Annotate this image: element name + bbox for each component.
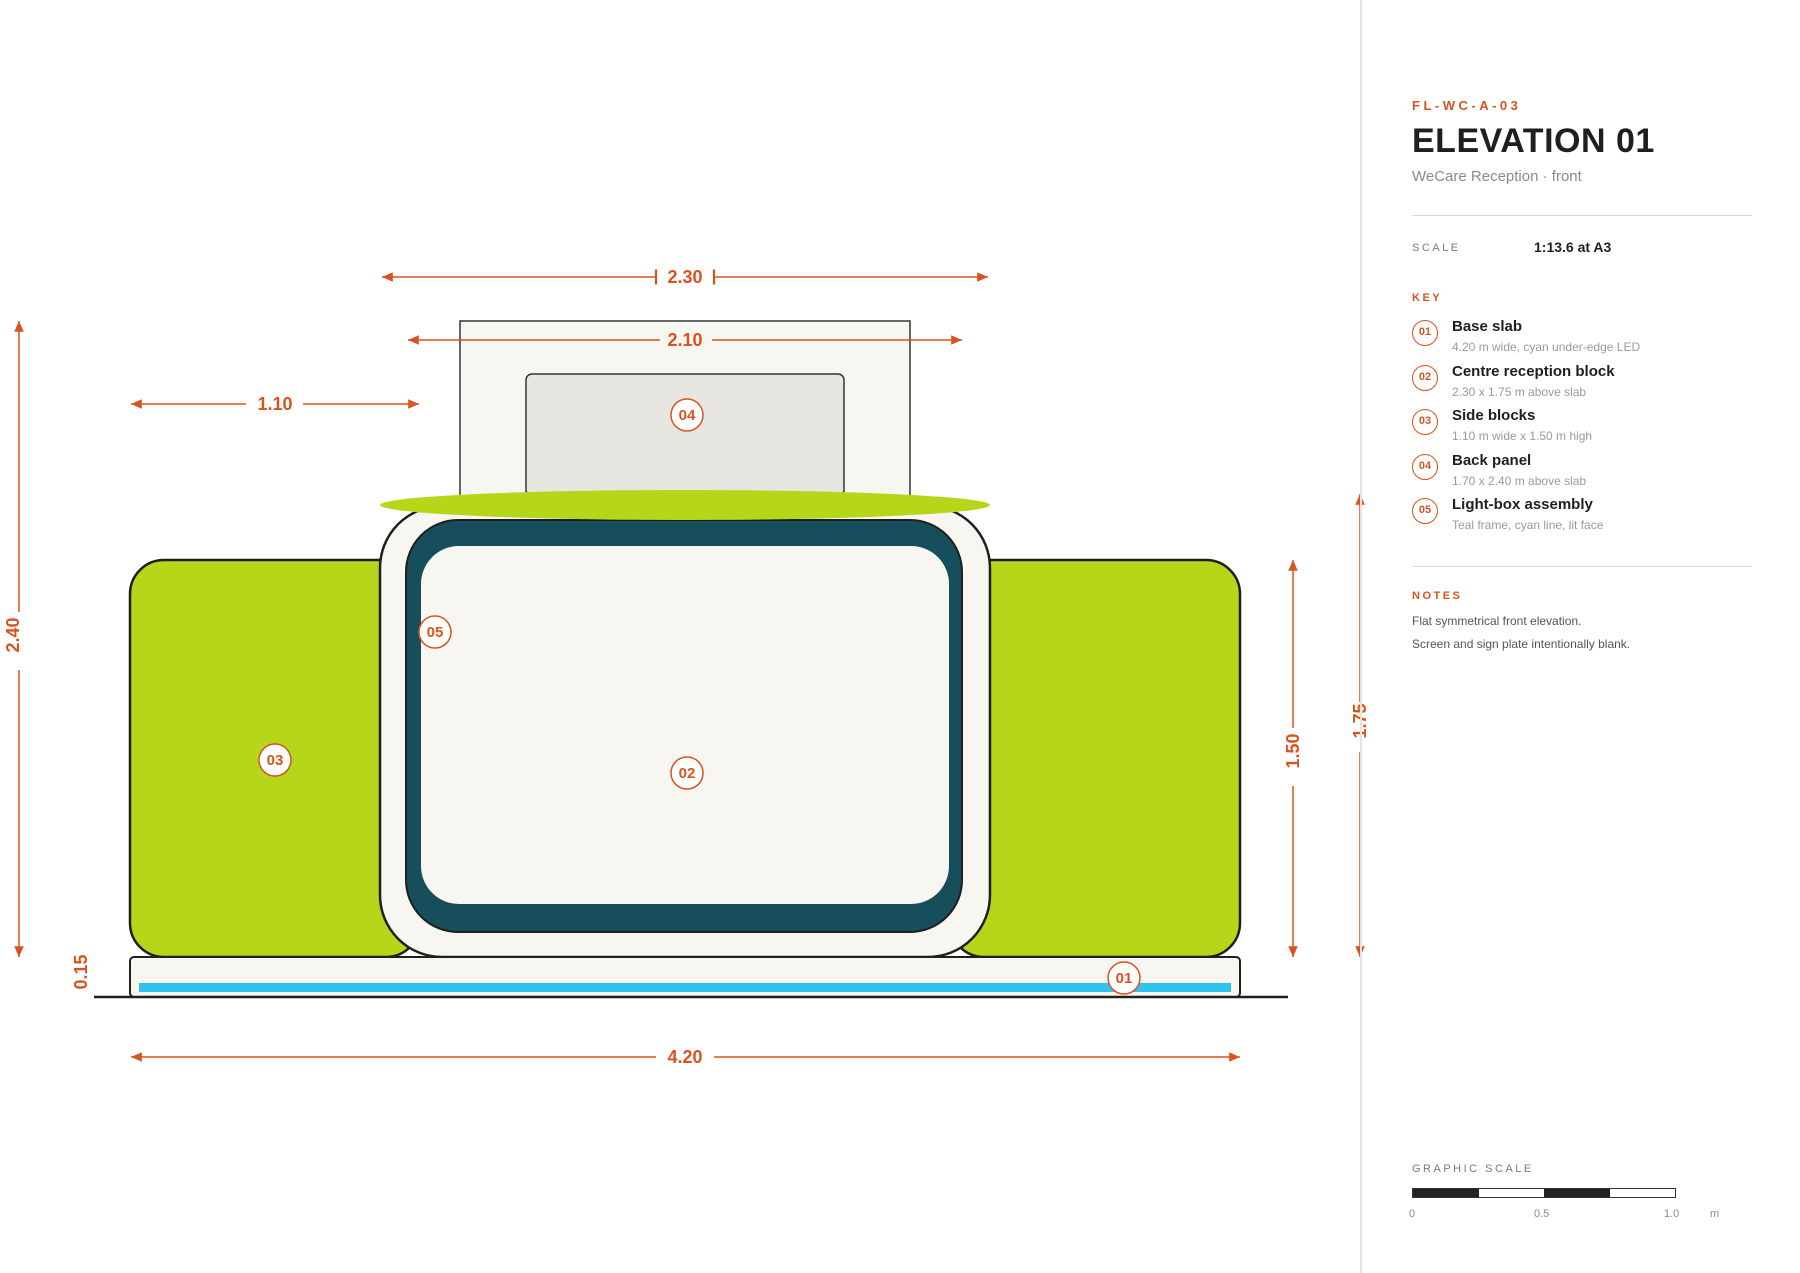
callout-02: 02 [670, 756, 704, 790]
key-item-name: Back panel [1452, 452, 1532, 469]
side-block-right [948, 558, 1242, 959]
key-badge: 02 [1412, 365, 1438, 391]
counter-top [380, 490, 990, 520]
graphic-scale-label: GRAPHIC SCALE [1412, 1163, 1534, 1175]
key-item-desc: Teal frame, cyan line, lit face [1452, 518, 1604, 532]
led-strip [139, 983, 1231, 992]
divider [1412, 566, 1752, 567]
key-item-desc: 2.30 x 1.75 m above slab [1452, 385, 1587, 399]
key-item: 04 Back panel 1.70 x 2.40 m above slab [1412, 452, 1752, 498]
key-badge: 03 [1412, 409, 1438, 435]
scale-segment [1609, 1189, 1675, 1197]
callout-03: 03 [258, 743, 292, 777]
drawing-code: FL-WC-A-03 [1412, 98, 1522, 113]
title-block: FL-WC-A-03 ELEVATION 01 WeCare Reception… [1360, 0, 1800, 1273]
key-item-name: Side blocks [1452, 407, 1536, 424]
elevation-drawing: 2.30 2.10 1.10 4.20 2.40 0.15 1.50 1.75 … [3, 267, 1370, 1067]
dim-total-height: 2.40 [3, 617, 23, 652]
svg-text:04: 04 [679, 407, 696, 424]
callout-05: 05 [418, 615, 452, 649]
key-item: 02 Centre reception block 2.30 x 1.75 m … [1412, 363, 1752, 409]
dim-panel-width: 2.10 [667, 330, 702, 350]
key-item-name: Centre reception block [1452, 363, 1615, 380]
key-badge: 01 [1412, 320, 1438, 346]
scale-tick: 0.5 [1534, 1208, 1550, 1220]
key-item: 05 Light-box assembly Teal frame, cyan l… [1412, 496, 1752, 542]
light-box-face [421, 546, 949, 904]
scale-unit: m [1710, 1208, 1720, 1220]
key-badge: 05 [1412, 498, 1438, 524]
divider [1412, 215, 1752, 216]
note-line: Flat symmetrical front elevation. [1412, 614, 1582, 628]
key-badge: 04 [1412, 454, 1438, 480]
key-item-desc: 1.10 m wide x 1.50 m high [1452, 429, 1593, 443]
scale-tick: 0 [1409, 1208, 1416, 1220]
key-item: 03 Side blocks 1.10 m wide x 1.50 m high [1412, 407, 1752, 453]
scale-tick: 1.0 [1664, 1208, 1680, 1220]
dim-side-width: 1.10 [257, 394, 292, 414]
svg-text:05: 05 [427, 624, 444, 641]
sheet-subtitle: WeCare Reception · front [1412, 168, 1582, 185]
sheet-title: ELEVATION 01 [1412, 122, 1655, 160]
dim-centre-width: 2.30 [667, 267, 702, 287]
key-item-desc: 4.20 m wide, cyan under-edge LED [1452, 340, 1641, 354]
dim-overall-width: 4.20 [667, 1047, 702, 1067]
svg-text:02: 02 [679, 765, 696, 782]
key-item: 01 Base slab 4.20 m wide, cyan under-edg… [1412, 318, 1752, 364]
graphic-scale-bar [1412, 1188, 1676, 1198]
key-item-name: Base slab [1452, 318, 1523, 335]
key-label: KEY [1412, 292, 1443, 304]
callout-01: 01 [1107, 961, 1141, 995]
scale-segment [1413, 1189, 1479, 1197]
note-line: Screen and sign plate intentionally blan… [1412, 637, 1631, 651]
scale-segment [1544, 1189, 1610, 1197]
dim-slab-height: 0.15 [71, 954, 91, 989]
dim-side-height: 1.50 [1283, 733, 1303, 768]
scale-label: SCALE [1412, 242, 1461, 254]
back-panel-screen [525, 373, 845, 497]
svg-text:01: 01 [1116, 970, 1133, 987]
svg-text:03: 03 [267, 752, 284, 769]
scale-segment [1478, 1189, 1544, 1197]
scale-value: 1:13.6 at A3 [1534, 239, 1612, 255]
key-item-desc: 1.70 x 2.40 m above slab [1452, 474, 1587, 488]
callout-04: 04 [670, 398, 704, 432]
key-item-name: Light-box assembly [1452, 496, 1593, 513]
notes-label: NOTES [1412, 590, 1463, 602]
